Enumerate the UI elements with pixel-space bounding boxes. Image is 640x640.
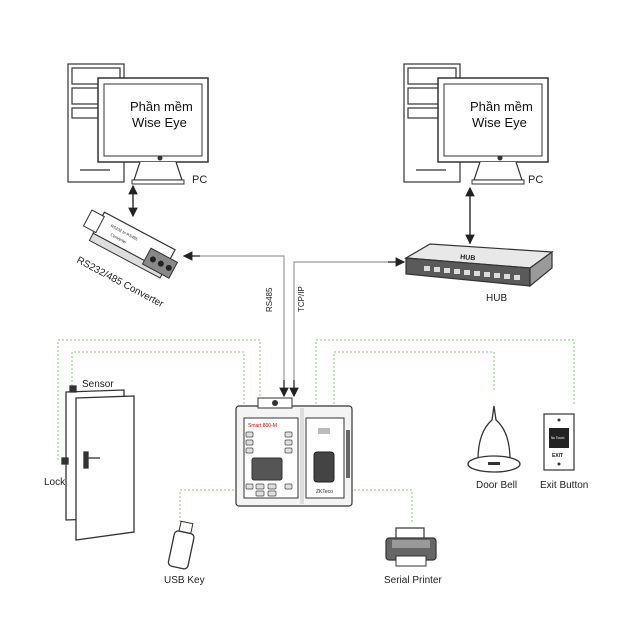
terminal-model: Smart 800-M (248, 423, 277, 429)
pc-right-screen-line1: Phần mềm (470, 99, 533, 114)
usb-key: USB Key (164, 520, 205, 586)
door-bell: Door Bell (467, 405, 521, 491)
exit-button: No Touch EXIT Exit Button (540, 413, 588, 491)
door-bell-label: Door Bell (476, 480, 517, 491)
wire-printer (354, 489, 413, 524)
pc-left: Phần mềm Wise Eye PC (67, 63, 209, 186)
wire-sensor2 (71, 351, 245, 404)
pc-left-label: PC (192, 174, 207, 186)
pc-right-label: PC (528, 174, 543, 186)
bell-icon (467, 405, 521, 473)
usb-key-label: USB Key (164, 575, 205, 586)
serial-printer-label: Serial Printer (384, 575, 442, 586)
monitor-icon (97, 77, 209, 185)
wire-sensor (57, 339, 261, 460)
hub-label: HUB (486, 293, 507, 304)
exit-small-text: No Touch (551, 436, 565, 440)
usb-icon (167, 520, 195, 570)
pc-right: Phần mềm Wise Eye PC (403, 63, 549, 186)
sensor-label: Sensor (82, 379, 114, 390)
pc-left-screen-line2: Wise Eye (132, 115, 187, 130)
link-tcpip: TCP/IP (289, 257, 406, 398)
serial-printer: Serial Printer (384, 527, 442, 586)
terminal-icon: Smart 800-M ZKTeco (235, 397, 353, 507)
hub: HUB HUB (404, 243, 554, 304)
lock-label: Lock (44, 477, 66, 488)
door: Sensor Lock (44, 379, 135, 541)
monitor-icon (437, 77, 549, 185)
converter: RS232 to RS485 Converter RS232/485 Conve… (75, 209, 179, 310)
printer-icon (385, 527, 437, 567)
converter-icon: RS232 to RS485 Converter (82, 209, 179, 279)
pc-left-screen-line1: Phần mềm (130, 99, 193, 114)
hub-body-text: HUB (460, 254, 476, 262)
exit-text: EXIT (552, 453, 563, 459)
wire-usb (179, 489, 238, 524)
accessory-wiring (57, 339, 575, 524)
terminal: Smart 800-M ZKTeco (235, 397, 353, 507)
wire-bell (333, 351, 495, 404)
exit-button-label: Exit Button (540, 480, 588, 491)
wire-exit (315, 339, 575, 404)
pc-right-screen-line2: Wise Eye (472, 115, 527, 130)
tcpip-label: TCP/IP (297, 286, 306, 312)
link-rs485: RS485 (182, 251, 289, 398)
exit-button-icon: No Touch EXIT (543, 413, 575, 471)
terminal-brand: ZKTeco (316, 489, 333, 495)
hub-icon: HUB (404, 243, 554, 288)
door-icon (61, 385, 135, 541)
rs485-label: RS485 (265, 287, 274, 312)
